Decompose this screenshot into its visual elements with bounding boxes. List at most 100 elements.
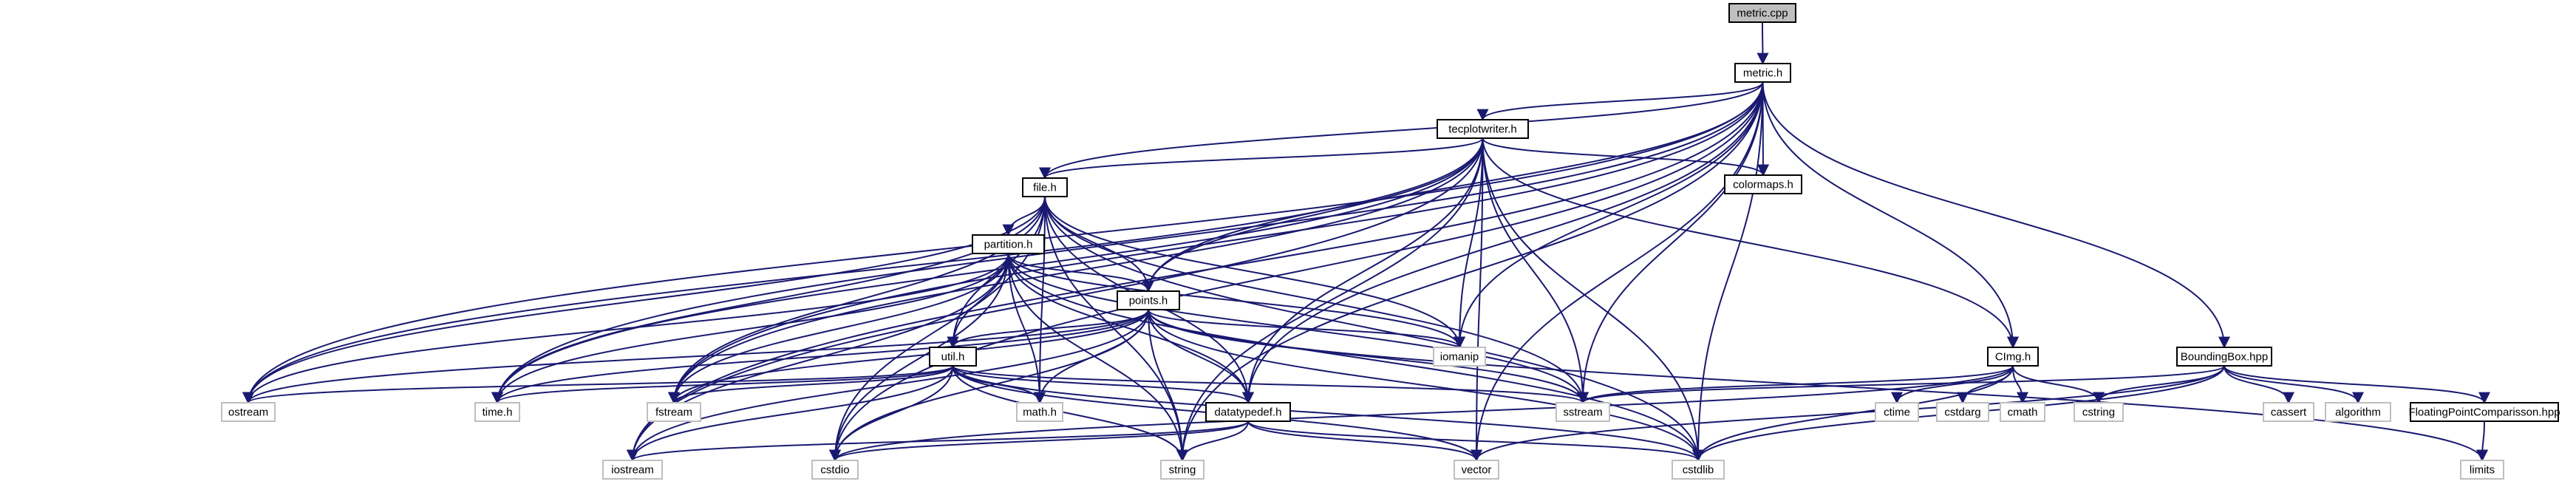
node-label-cstdlib: cstdlib <box>1683 464 1714 477</box>
node-box-cstdlib <box>1672 460 1725 480</box>
edge-metric_h-to-datatypedef_h <box>1242 81 1764 404</box>
node-fpcomparison_hpp[interactable]: FloatingPointComparisson.hpp <box>2408 402 2560 422</box>
node-box-metric_cpp[interactable] <box>1728 3 1796 23</box>
edge-partition_h-to-math_h <box>1007 253 1046 404</box>
node-util_h[interactable]: util.h <box>929 347 977 367</box>
node-box-fpcomparison_hpp[interactable] <box>2410 402 2559 422</box>
node-box-metric_h[interactable] <box>1734 63 1791 83</box>
node-label-sstream: sstream <box>1563 406 1602 419</box>
edge-points_h-to-limits <box>1148 309 2488 462</box>
edge-metric_h-to-cstdlib <box>1692 81 1764 462</box>
node-box-limits <box>2460 460 2504 480</box>
node-boundingbox_hpp[interactable]: BoundingBox.hpp <box>2176 347 2272 367</box>
node-label-ctime: ctime <box>1884 406 1910 419</box>
node-label-math_h: math.h <box>1023 406 1057 419</box>
edge-tecplotwriter_h-to-colormaps_h <box>1482 137 1769 177</box>
edge-metric_h-to-string <box>1176 81 1764 462</box>
edge-partition_h-to-cstdlib <box>1007 253 1704 462</box>
edge-partition_h-to-datatypedef_h <box>1007 253 1254 404</box>
node-label-colormaps_h: colormaps.h <box>1733 179 1793 191</box>
edge-file_h-to-sstream <box>1044 196 1589 404</box>
node-label-tecplotwriter_h: tecplotwriter.h <box>1448 123 1517 136</box>
edge-tecplotwriter_h-to-datatypedef_h <box>1242 137 1484 404</box>
node-file_h[interactable]: file.h <box>1022 177 1068 197</box>
node-box-algorithm <box>2325 402 2391 422</box>
node-box-cimg_h[interactable] <box>1987 347 2039 367</box>
node-iostream: iostream <box>602 460 663 480</box>
edges-layer <box>242 21 2490 462</box>
edge-metric_h-to-cimg_h <box>1762 81 2019 349</box>
node-box-util_h[interactable] <box>929 347 977 367</box>
node-label-metric_h: metric.h <box>1743 67 1782 80</box>
edge-util_h-to-sstream <box>952 365 1589 404</box>
edge-boundingbox_hpp-to-algorithm <box>2224 365 2364 404</box>
edge-metric_h-to-iomanip <box>1454 81 1764 349</box>
node-label-time_h: time.h <box>483 406 513 419</box>
node-metric_h[interactable]: metric.h <box>1734 63 1791 83</box>
edge-metric_h-to-cstdio <box>829 81 1764 462</box>
node-metric_cpp[interactable]: metric.cpp <box>1728 3 1796 23</box>
node-cstring: cstring <box>2074 402 2124 422</box>
edge-tecplotwriter_h-to-cimg_h <box>1482 137 2019 349</box>
edge-tecplotwriter_h-to-string <box>1176 137 1484 462</box>
edge-util_h-to-ostream <box>242 365 954 404</box>
edge-file_h-to-math_h <box>1034 196 1046 404</box>
node-box-colormaps_h[interactable] <box>1724 174 1802 194</box>
node-box-tecplotwriter_h[interactable] <box>1437 119 1529 139</box>
node-box-math_h <box>1016 402 1063 422</box>
node-datatypedef_h[interactable]: datatypedef.h <box>1205 402 1291 422</box>
node-box-cstring <box>2074 402 2124 422</box>
node-label-string: string <box>1169 464 1196 477</box>
node-time_h: time.h <box>474 402 520 422</box>
node-box-cassert <box>2263 402 2314 422</box>
edge-util_h-to-fstream <box>668 365 954 404</box>
edge-fpcomparison_hpp-to-limits <box>2476 420 2489 462</box>
node-label-iostream: iostream <box>611 464 654 477</box>
edge-cimg_h-to-cmath <box>2012 365 2028 404</box>
node-box-boundingbox_hpp[interactable] <box>2176 347 2272 367</box>
node-cstdarg: cstdarg <box>1936 402 1989 422</box>
edge-partition_h-to-ostream <box>242 253 1009 404</box>
node-box-points_h[interactable] <box>1117 290 1180 310</box>
nodes-layer: metric.cpp metric.h tecplotwriter.h colorma… <box>221 3 2560 480</box>
node-box-file_h[interactable] <box>1022 177 1068 197</box>
edge-file_h-to-cstdlib <box>1044 196 1704 462</box>
node-box-partition_h[interactable] <box>972 234 1045 254</box>
edge-file_h-to-points_h <box>1044 196 1154 293</box>
edge-points_h-to-iostream <box>627 309 1149 462</box>
edge-cimg_h-to-ctime <box>1891 365 2014 404</box>
edge-boundingbox_hpp-to-vector <box>1471 365 2225 462</box>
edge-util_h-to-iostream <box>627 365 954 462</box>
node-box-iomanip <box>1433 347 1486 367</box>
node-cassert: cassert <box>2263 402 2314 422</box>
edge-tecplotwriter_h-to-ostream <box>242 137 1484 404</box>
node-label-metric_cpp: metric.cpp <box>1737 7 1788 20</box>
node-box-cmath <box>2000 402 2045 422</box>
node-label-file_h: file.h <box>1033 182 1057 194</box>
node-partition_h[interactable]: partition.h <box>972 234 1045 254</box>
node-label-fpcomparison_hpp: FloatingPointComparisson.hpp <box>2408 406 2560 419</box>
node-box-string <box>1160 460 1204 480</box>
node-box-datatypedef_h[interactable] <box>1205 402 1291 422</box>
node-vector: vector <box>1454 460 1499 480</box>
edge-partition_h-to-fstream <box>668 253 1009 404</box>
node-label-limits: limits <box>2470 464 2495 477</box>
edge-metric_h-to-vector <box>1471 81 1764 462</box>
node-tecplotwriter_h[interactable]: tecplotwriter.h <box>1437 119 1529 139</box>
edge-tecplotwriter_h-to-iomanip <box>1454 137 1484 349</box>
edge-boundingbox_hpp-to-fpcomparison_hpp <box>2224 365 2490 404</box>
node-points_h[interactable]: points.h <box>1117 290 1180 310</box>
edge-partition_h-to-cstdio <box>829 253 1009 462</box>
edge-datatypedef_h-to-cstdlib <box>1247 420 1704 462</box>
node-label-cstring: cstring <box>2082 406 2115 419</box>
node-colormaps_h[interactable]: colormaps.h <box>1724 174 1802 194</box>
node-cimg_h[interactable]: CImg.h <box>1987 347 2039 367</box>
edge-tecplotwriter_h-to-fstream <box>668 137 1484 404</box>
node-box-sstream <box>1556 402 1610 422</box>
node-iomanip: iomanip <box>1433 347 1486 367</box>
node-label-datatypedef_h: datatypedef.h <box>1215 406 1282 419</box>
edge-metric_h-to-time_h <box>491 81 1764 404</box>
node-fstream: fstream <box>647 402 701 422</box>
edge-datatypedef_h-to-iostream <box>627 420 1249 462</box>
